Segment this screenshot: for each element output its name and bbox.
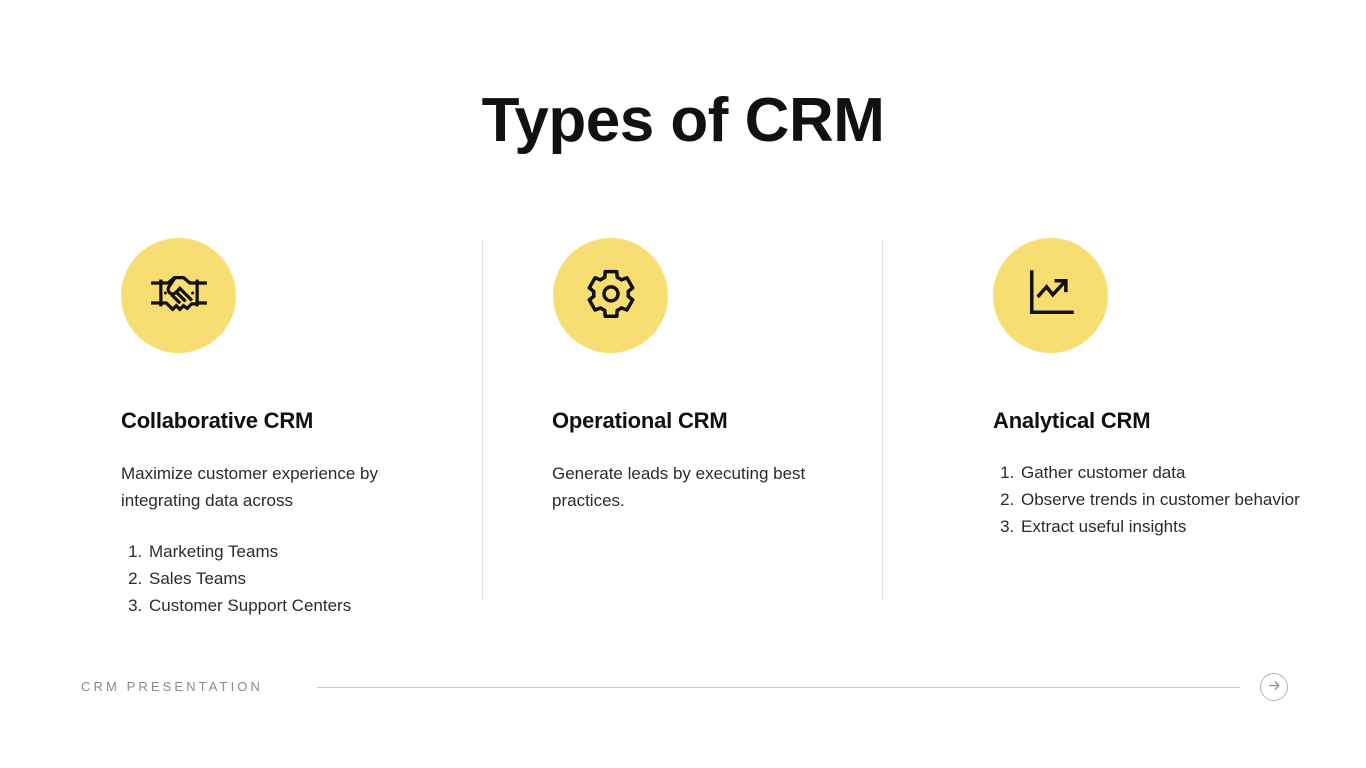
column-analytical-crm: Analytical CRM Gather customer data Obse… [993, 238, 1333, 540]
icon-badge-analytical [993, 238, 1108, 353]
list-item: Extract useful insights [1019, 513, 1309, 540]
column-operational-crm: Operational CRM Generate leads by execut… [552, 238, 892, 514]
next-slide-button[interactable] [1260, 673, 1288, 701]
column-collaborative-crm: Collaborative CRM Maximize customer expe… [121, 238, 461, 619]
column-divider-1 [482, 240, 483, 600]
footer: CRM PRESENTATION [0, 672, 1366, 712]
column-heading: Collaborative CRM [121, 408, 314, 433]
column-body-text: Maximize customer experience by integrat… [121, 464, 378, 511]
column-list: Marketing Teams Sales Teams Customer Sup… [121, 538, 437, 619]
column-divider-2 [882, 240, 883, 600]
footer-label: CRM PRESENTATION [81, 679, 264, 694]
footer-divider-line [317, 687, 1240, 688]
icon-badge-collaborative [121, 238, 236, 353]
columns-container: Collaborative CRM Maximize customer expe… [0, 238, 1366, 615]
column-heading: Operational CRM [552, 408, 728, 433]
list-item: Marketing Teams [147, 538, 437, 565]
icon-badge-operational [553, 238, 668, 353]
column-heading: Analytical CRM [993, 408, 1151, 433]
handshake-icon [150, 264, 208, 327]
page-title: Types of CRM [481, 86, 885, 155]
column-body-text: Generate leads by executing best practic… [552, 464, 806, 511]
list-item: Observe trends in customer behavior [1019, 486, 1309, 513]
gear-icon [583, 265, 639, 326]
list-item: Customer Support Centers [147, 592, 437, 619]
list-item: Gather customer data [1019, 459, 1309, 486]
column-list: Gather customer data Observe trends in c… [993, 459, 1309, 540]
arrow-right-circle-icon [1267, 678, 1282, 696]
growth-chart-icon [1023, 265, 1079, 326]
list-item: Sales Teams [147, 565, 437, 592]
